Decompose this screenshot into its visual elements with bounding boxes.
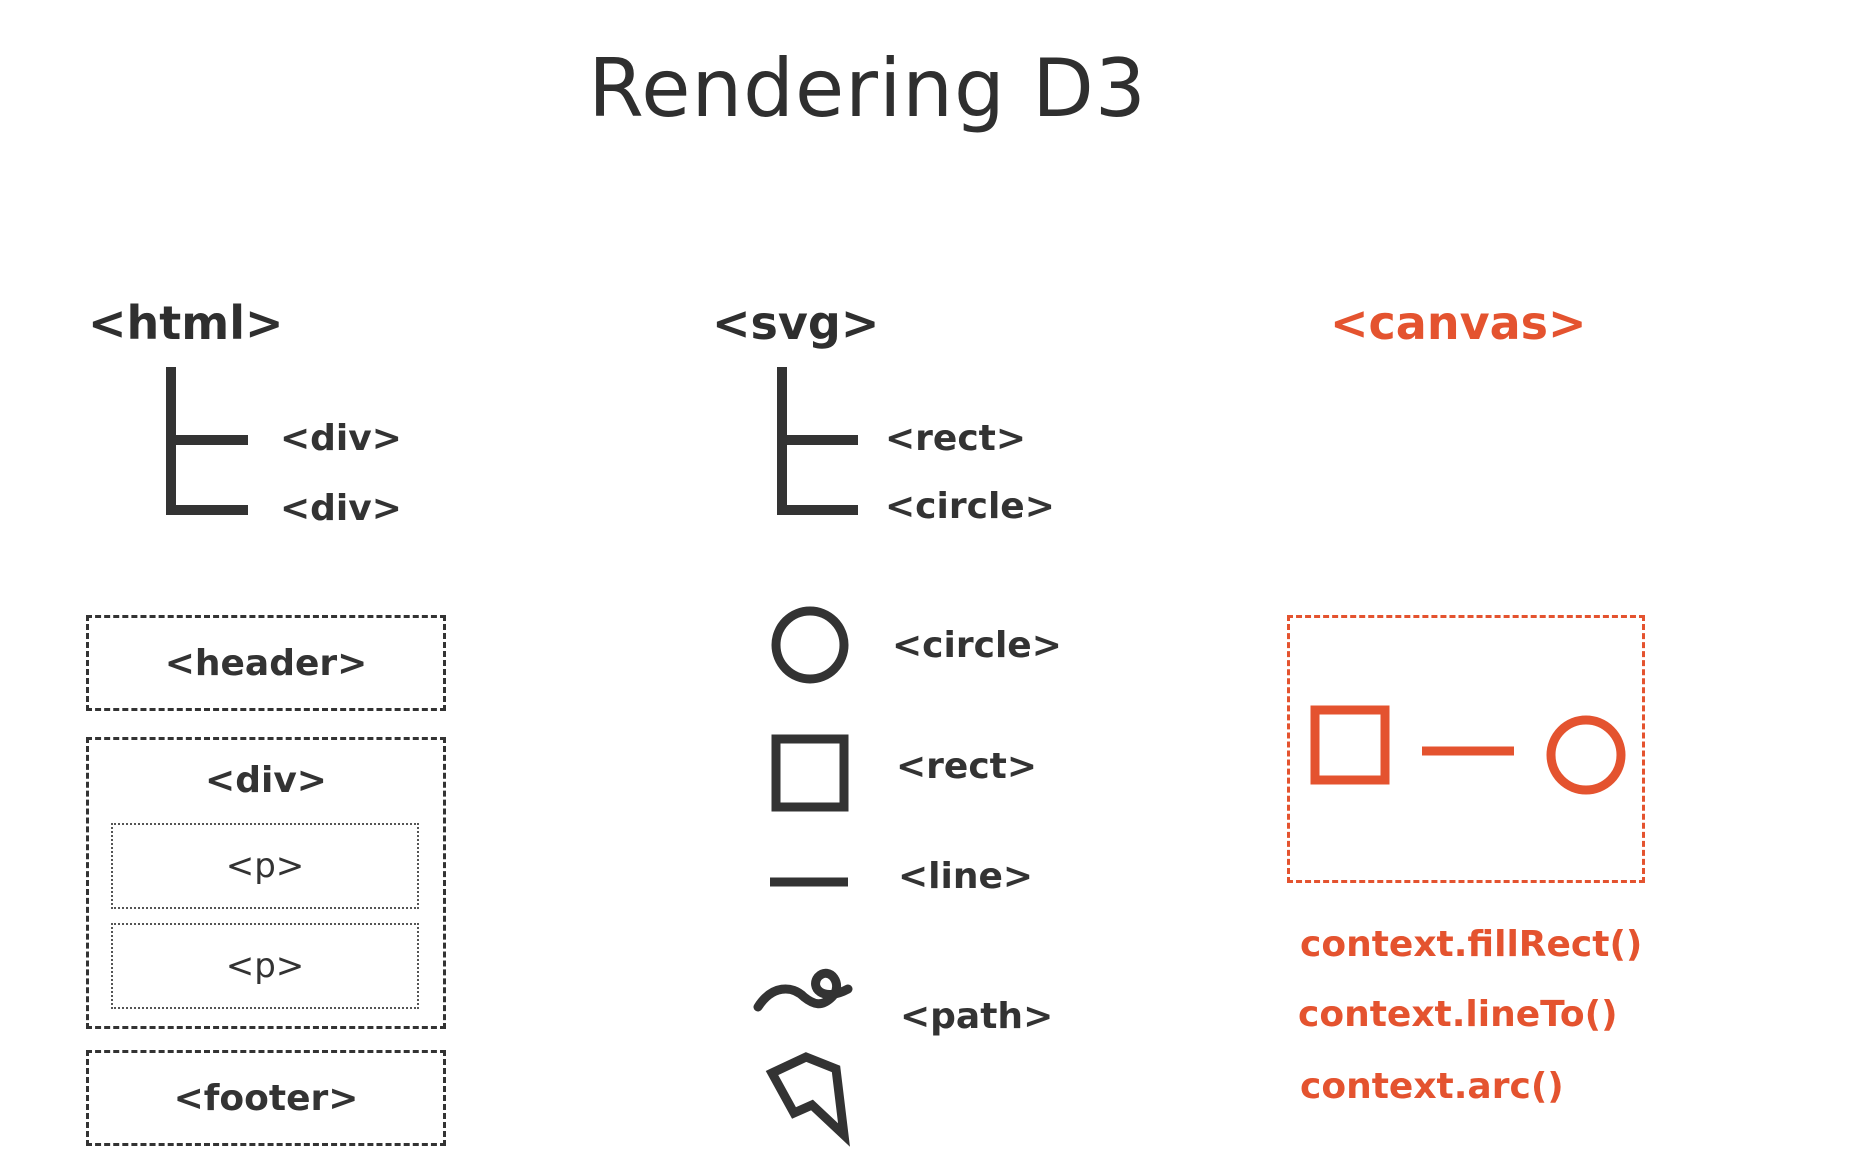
square-icon [771, 734, 849, 812]
line-icon [770, 877, 848, 887]
p-box-1-label: <p> [225, 846, 305, 886]
page-title: Rendering D3 [588, 42, 1147, 135]
footer-box-label: <footer> [173, 1077, 359, 1119]
footer-box: <footer> [86, 1050, 446, 1146]
canvas-method-fillrect: context.fillRect() [1300, 924, 1643, 965]
canvas-square-icon [1310, 705, 1390, 785]
div-box-label: <div> [205, 760, 327, 801]
canvas-method-lineto: context.lineTo() [1298, 994, 1618, 1035]
canvas-box [1287, 615, 1645, 883]
html-tree-icon [166, 367, 248, 515]
p-box-2: <p> [111, 923, 419, 1009]
canvas-method-arc: context.arc() [1300, 1066, 1564, 1107]
canvas-circle-icon [1546, 715, 1626, 795]
html-heading: <html> [88, 296, 284, 350]
canvas-heading: <canvas> [1330, 296, 1587, 350]
svg-shape-label-line: <line> [898, 856, 1034, 897]
svg-tree-child-1: <rect> [885, 418, 1027, 459]
div-box: <div> [86, 737, 446, 1029]
html-tree-child-2: <div> [280, 488, 402, 529]
p-box-2-label: <p> [225, 946, 305, 986]
path-icon [753, 968, 853, 1147]
svg-shape-label-rect: <rect> [896, 746, 1038, 787]
header-box-label: <header> [164, 642, 368, 684]
header-box: <header> [86, 615, 446, 711]
html-tree-child-1: <div> [280, 418, 402, 459]
svg-tree-icon [777, 367, 858, 515]
p-box-1: <p> [111, 823, 419, 909]
svg-shape-label-circle: <circle> [892, 625, 1062, 666]
svg-tree-child-2: <circle> [885, 486, 1055, 527]
svg-heading: <svg> [712, 296, 880, 350]
circle-icon [771, 606, 849, 684]
canvas-line-icon [1422, 746, 1514, 756]
svg-shape-label-path: <path> [900, 996, 1054, 1037]
